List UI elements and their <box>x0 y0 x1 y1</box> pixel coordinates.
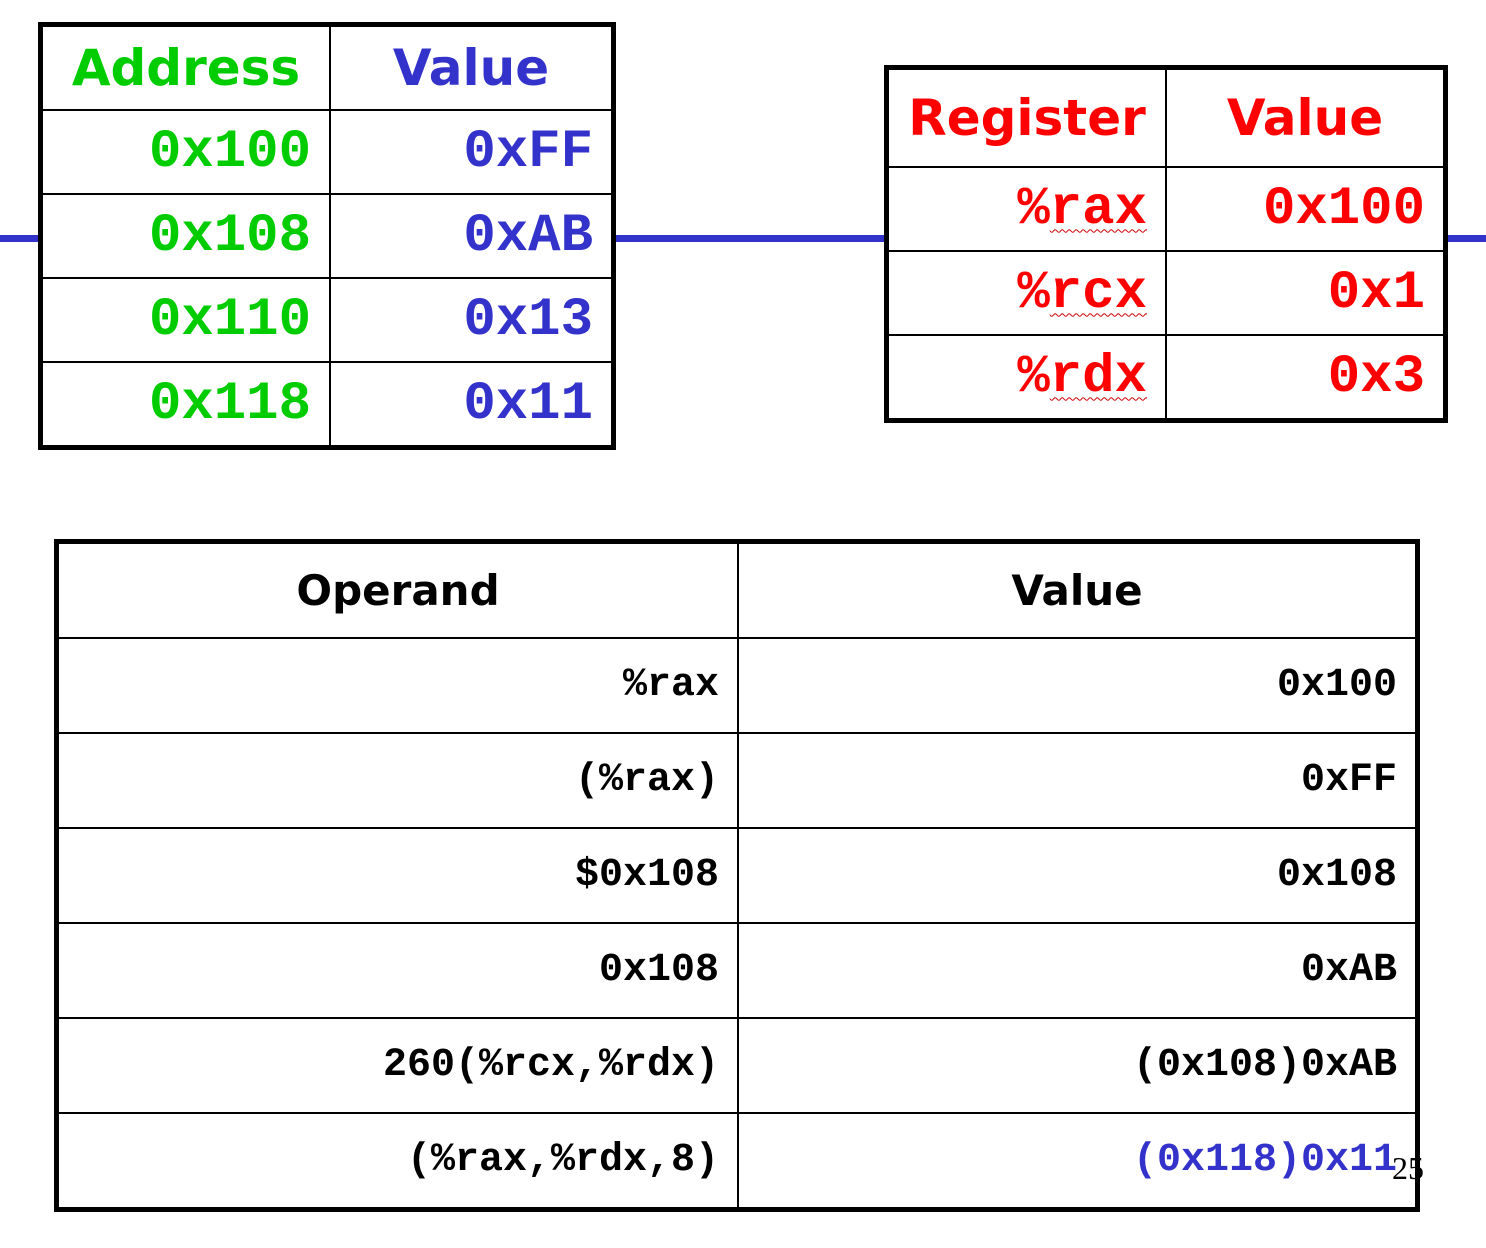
value-address: (0x108) <box>1133 1043 1301 1088</box>
value-cell: 0xAB <box>330 194 614 278</box>
register-table: Register Value %rax 0x100 %rcx 0x1 %rdx … <box>884 65 1448 423</box>
address-cell: 0x108 <box>41 194 331 278</box>
register-name: rdx <box>1050 347 1147 408</box>
value-result: 0x100 <box>1277 663 1397 708</box>
operand-cell: (%rax,%rdx,8) <box>57 1113 739 1210</box>
table-row: %rax 0x100 <box>887 167 1446 251</box>
operand-cell: 260(%rcx,%rdx) <box>57 1018 739 1113</box>
register-cell: %rax <box>887 167 1167 251</box>
table-row: %rax 0x100 <box>57 638 1418 733</box>
register-name: rax <box>1050 179 1147 240</box>
address-header: Address <box>41 25 331 111</box>
register-cell: %rdx <box>887 335 1167 421</box>
value-result: 0xAB <box>1301 948 1397 993</box>
address-cell: 0x110 <box>41 278 331 362</box>
value-cell: 0x13 <box>330 278 614 362</box>
value-cell: 0x100 <box>738 638 1418 733</box>
table-row: 260(%rcx,%rdx) (0x108)0xAB <box>57 1018 1418 1113</box>
register-name: rcx <box>1050 263 1147 324</box>
connector-line-right <box>1446 235 1486 242</box>
table-row: (%rax,%rdx,8) (0x118)0x11 <box>57 1113 1418 1210</box>
value-cell: (0x108)0xAB <box>738 1018 1418 1113</box>
table-row: 0x110 0x13 <box>41 278 614 362</box>
operand-cell: %rax <box>57 638 739 733</box>
register-prefix: % <box>1017 263 1049 324</box>
value-cell: 0x100 <box>1166 167 1446 251</box>
value-cell: 0xFF <box>738 733 1418 828</box>
value-result: 0x11 <box>1301 1138 1397 1183</box>
value-cell: 0x1 <box>1166 251 1446 335</box>
operand-table-header: Operand Value <box>57 542 1418 639</box>
register-prefix: % <box>1017 179 1049 240</box>
value-header: Value <box>330 25 614 111</box>
value-cell: 0x108 <box>738 828 1418 923</box>
value-cell-highlighted: (0x118)0x11 <box>738 1113 1418 1210</box>
table-row: 0x108 0xAB <box>57 923 1418 1018</box>
table-row: $0x108 0x108 <box>57 828 1418 923</box>
value-header: Value <box>1166 68 1446 168</box>
memory-table: Address Value 0x100 0xFF 0x108 0xAB 0x11… <box>38 22 616 450</box>
register-cell: %rcx <box>887 251 1167 335</box>
connector-line-left <box>0 235 40 242</box>
table-row: 0x118 0x11 <box>41 362 614 448</box>
address-cell: 0x118 <box>41 362 331 448</box>
operand-header: Operand <box>57 542 739 639</box>
value-cell: 0xFF <box>330 110 614 194</box>
value-address: (0x118) <box>1133 1138 1301 1183</box>
value-cell: 0x3 <box>1166 335 1446 421</box>
value-result: 0xFF <box>1301 758 1397 803</box>
address-cell: 0x100 <box>41 110 331 194</box>
value-cell: 0x11 <box>330 362 614 448</box>
register-table-header: Register Value <box>887 68 1446 168</box>
operand-cell: 0x108 <box>57 923 739 1018</box>
operand-cell: $0x108 <box>57 828 739 923</box>
table-row: 0x100 0xFF <box>41 110 614 194</box>
table-row: (%rax) 0xFF <box>57 733 1418 828</box>
value-result: 0xAB <box>1301 1043 1397 1088</box>
value-result: 0x108 <box>1277 853 1397 898</box>
operand-cell: (%rax) <box>57 733 739 828</box>
page-number: 25 <box>1392 1150 1424 1187</box>
connector-line-middle <box>614 235 886 242</box>
register-header: Register <box>887 68 1167 168</box>
value-cell: 0xAB <box>738 923 1418 1018</box>
table-row: 0x108 0xAB <box>41 194 614 278</box>
operand-table: Operand Value %rax 0x100 (%rax) 0xFF $0x… <box>54 539 1420 1212</box>
memory-table-header: Address Value <box>41 25 614 111</box>
value-header: Value <box>738 542 1418 639</box>
table-row: %rdx 0x3 <box>887 335 1446 421</box>
register-prefix: % <box>1017 347 1049 408</box>
table-row: %rcx 0x1 <box>887 251 1446 335</box>
